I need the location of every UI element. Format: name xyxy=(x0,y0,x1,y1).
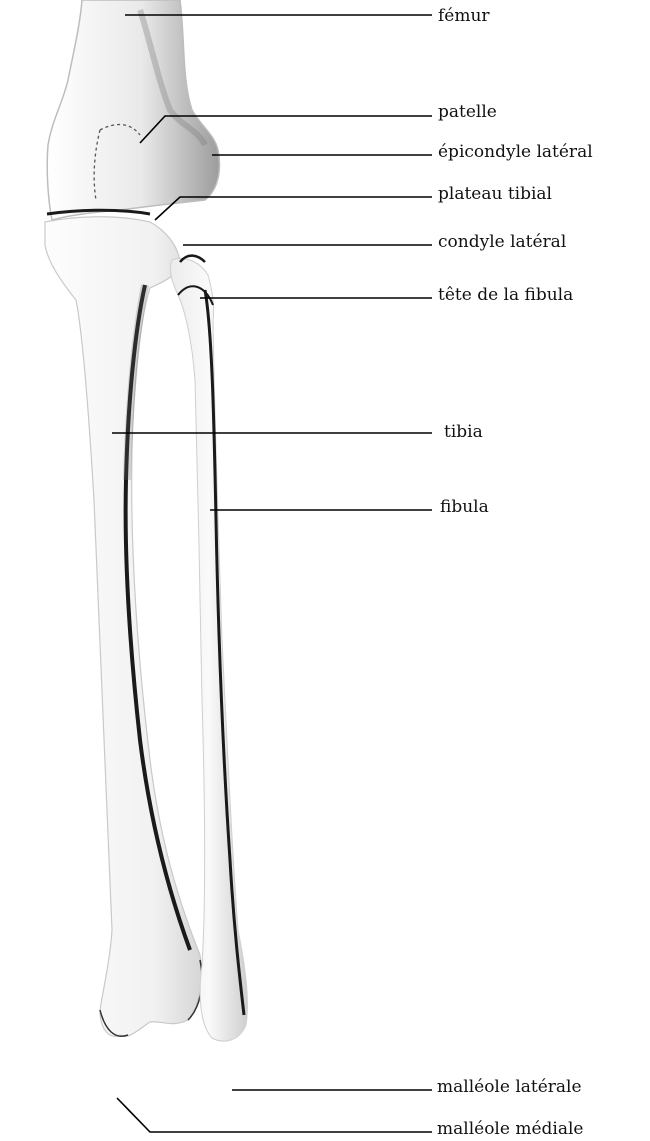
label-fibula: fibula xyxy=(440,497,489,517)
label-malleole-mediale: malléole médiale xyxy=(437,1119,583,1139)
label-condyle-lateral: condyle latéral xyxy=(438,232,566,252)
label-plateau-tibial: plateau tibial xyxy=(438,184,552,204)
label-malleole-laterale: malléole latérale xyxy=(437,1077,582,1097)
label-tibia: tibia xyxy=(444,422,483,442)
leader-malleole-mediale xyxy=(117,1098,432,1132)
label-tete-fibula: tête de la fibula xyxy=(438,285,573,305)
label-patelle: patelle xyxy=(438,102,497,122)
femur-bone xyxy=(47,0,219,220)
label-femur: fémur xyxy=(438,6,490,26)
label-epicondyle-lateral: épicondyle latéral xyxy=(438,142,593,162)
tibia-bone xyxy=(45,217,202,1037)
